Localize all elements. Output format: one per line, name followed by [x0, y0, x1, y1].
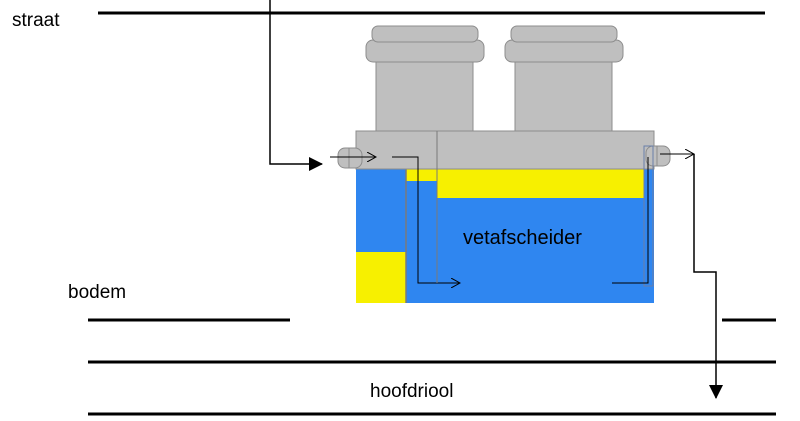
outlet-internal-flow: [612, 157, 649, 284]
ground-label: bodem: [68, 282, 126, 303]
separator-label: vetafscheider: [463, 227, 582, 249]
internal-flow-arrow: [392, 156, 460, 283]
right-shaft-collar: [504, 39, 624, 63]
left-shaft-collar: [365, 39, 485, 63]
fat-layer-small: [406, 169, 437, 181]
main-sewer-label: hoofdriool: [370, 381, 453, 402]
outlet-pipe: [645, 145, 671, 167]
sediment-block: [356, 252, 406, 303]
outlet-riser: [643, 145, 654, 287]
outflow-arrow: [693, 154, 723, 399]
left-shaft: [375, 59, 474, 132]
inlet-pipe: [337, 147, 363, 169]
right-shaft: [514, 59, 613, 132]
inflow-arrow: [269, 0, 323, 171]
tank-lid: [356, 131, 654, 169]
right-shaft-cap: [510, 25, 618, 43]
street-label: straat: [12, 10, 60, 31]
left-shaft-cap: [371, 25, 479, 43]
fat-layer: [437, 169, 644, 198]
